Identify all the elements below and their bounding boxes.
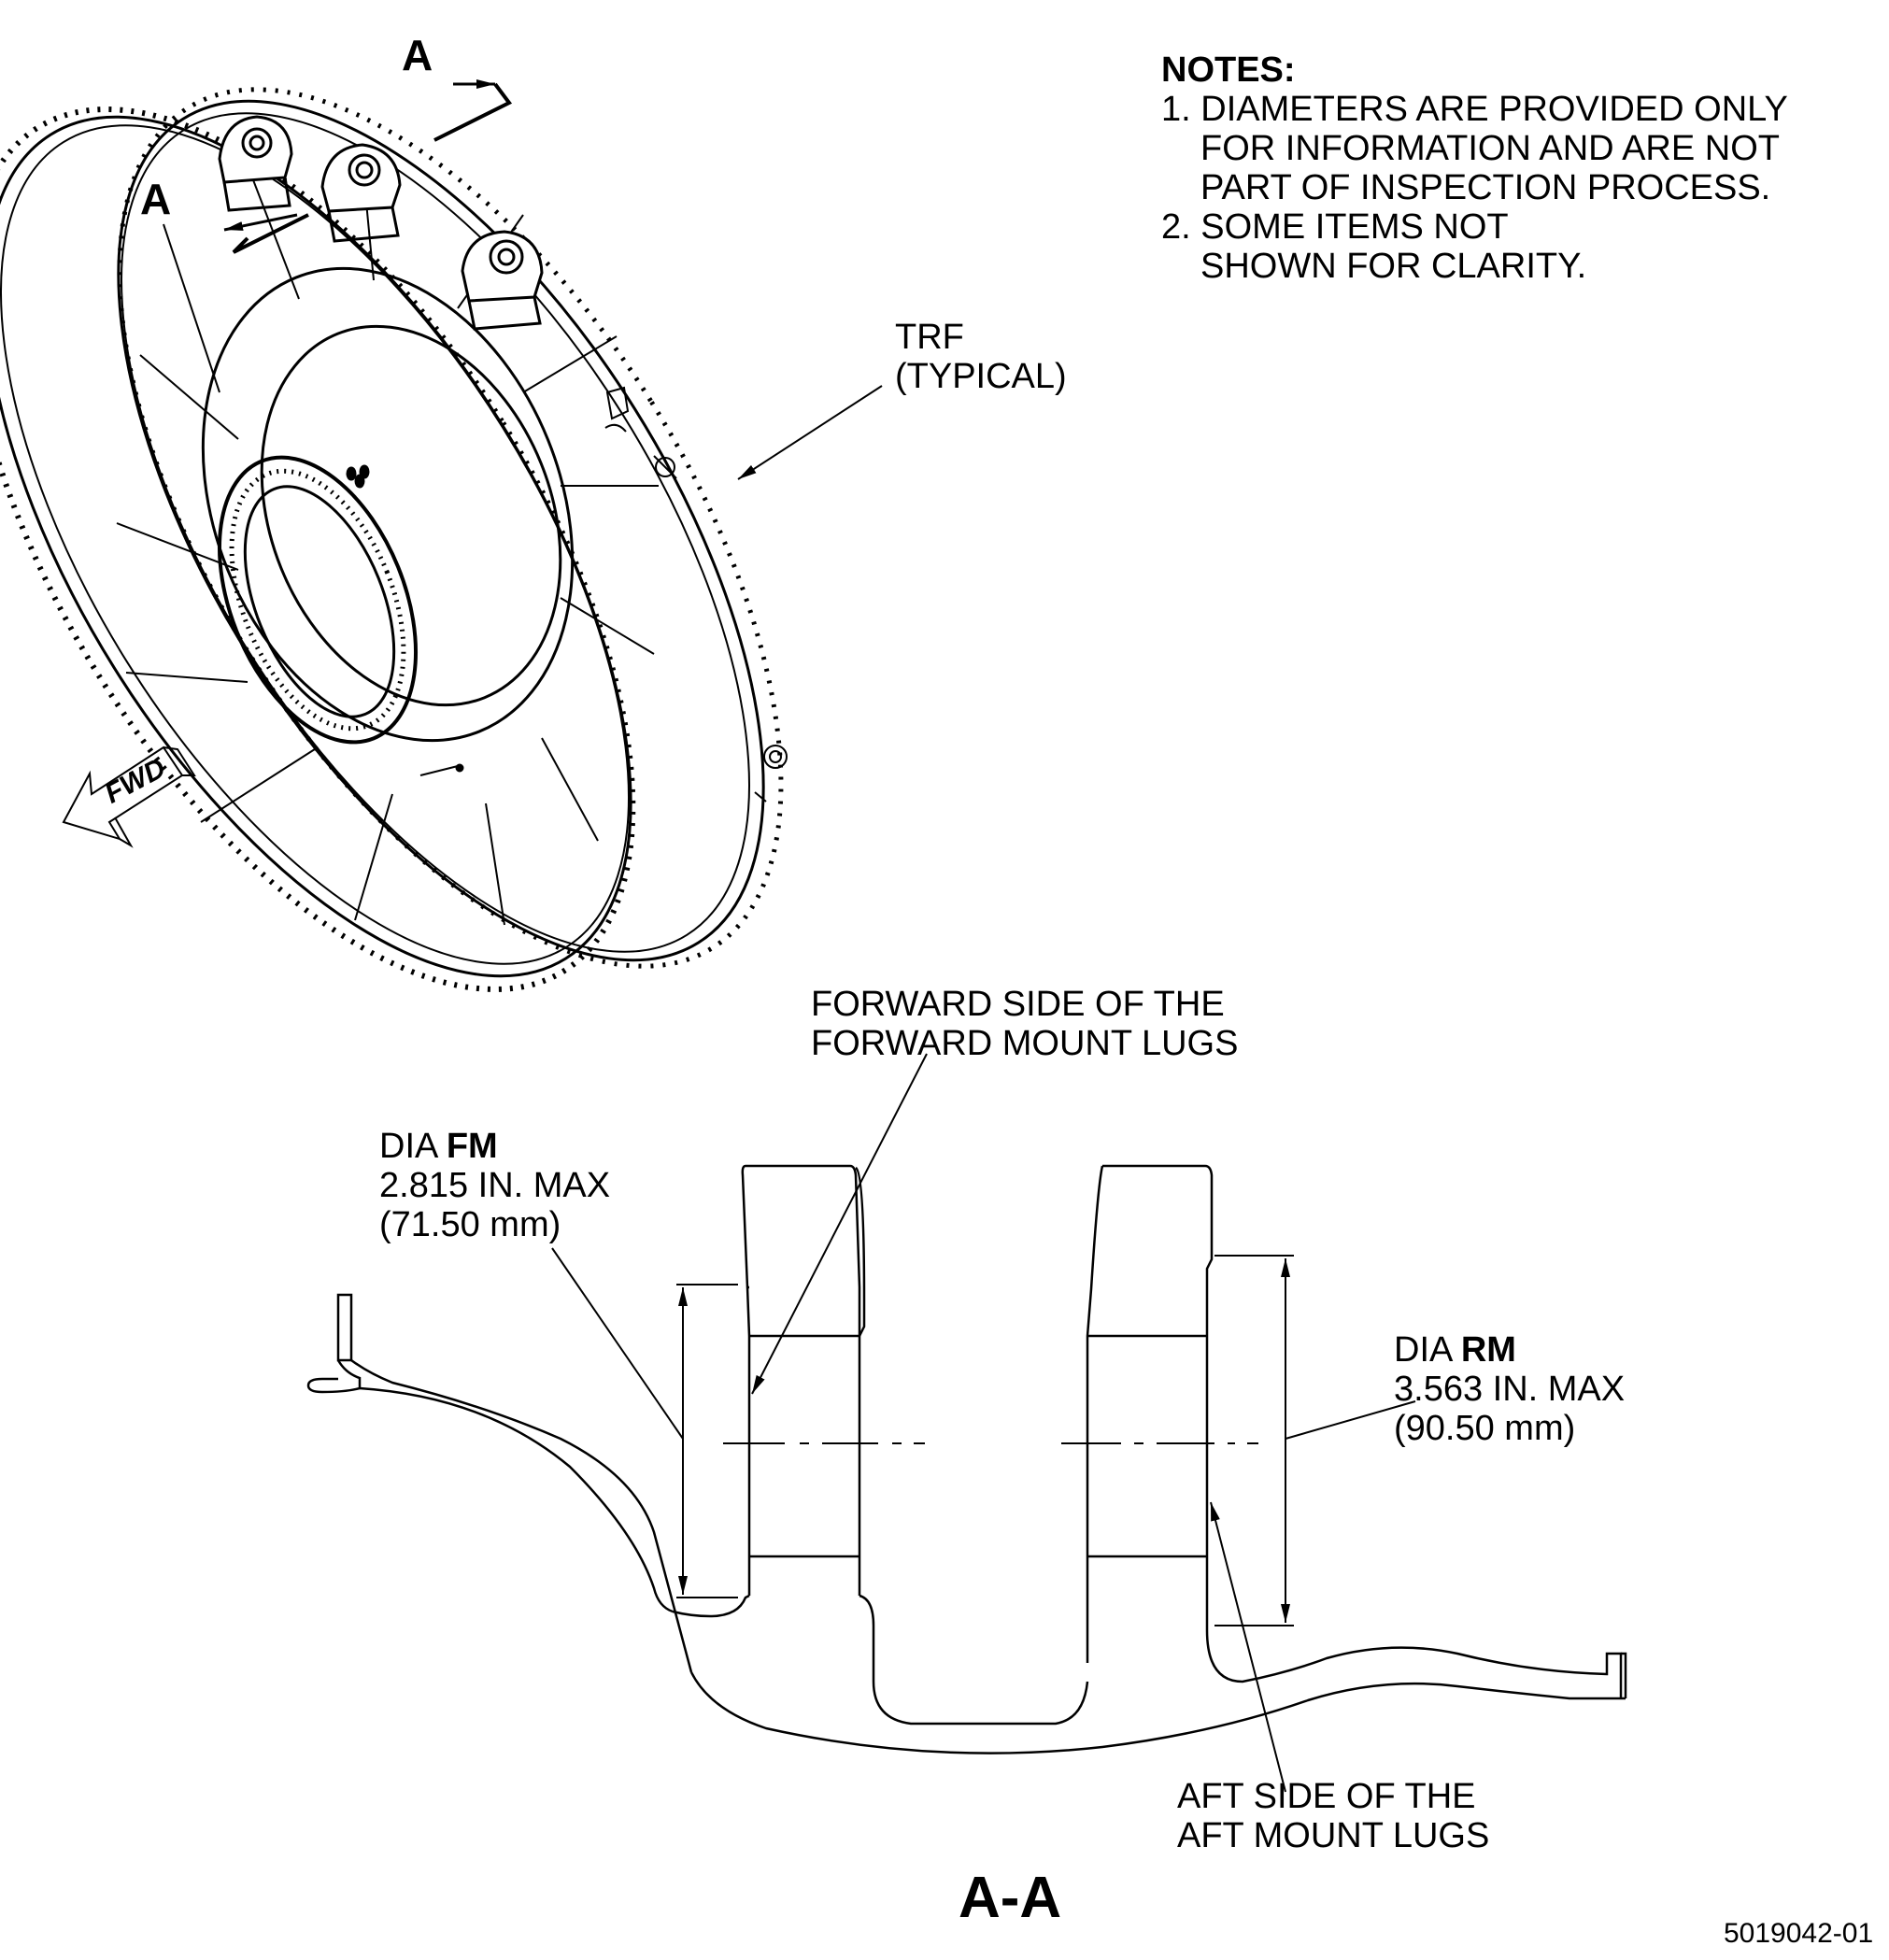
dia-rm-code: RM [1460,1330,1516,1370]
dia-rm-title: DIA RM [1394,1330,1625,1370]
dia-fm-mm: (71.50 mm) [379,1205,561,1244]
section-marker-left: A [140,175,172,223]
section-title: A-A [959,1866,1062,1930]
ring-bosses [604,386,788,802]
note-2-number: 2. [1161,207,1191,247]
trf-label-line-2: (TYPICAL) [895,357,1067,396]
aft-callout-line-2: AFT MOUNT LUGS [1177,1816,1490,1855]
notes-block: NOTES: 1. DIAMETERS ARE PROVIDED ONLY FO… [1161,50,1788,286]
outer-ring [0,87,784,992]
forward-callout-label: FORWARD SIDE OF THE FORWARD MOUNT LUGS [811,985,1238,1063]
dia-fm-code: FM [446,1127,498,1166]
note-1-line-1: 1. DIAMETERS ARE PROVIDED ONLY [1161,90,1788,129]
dimension-fm [551,1247,738,1598]
aft-callout-label: AFT SIDE OF THE AFT MOUNT LUGS [1177,1777,1489,1855]
trf-leader [737,385,883,480]
dia-rm-inch: 3.563 IN. MAX [1394,1370,1626,1409]
section-a-a-view [306,1053,1627,1793]
section-marker-top: A [402,31,433,79]
mount-lugs [218,115,544,331]
forward-callout-leader [751,1053,928,1395]
trf-label-line-1: TRF [895,318,964,357]
case-body-section [306,1293,1627,1754]
dia-rm-prefix: DIA [1394,1330,1461,1370]
forward-mount-lug [741,1164,866,1596]
trf-isometric-view [0,79,883,992]
note-1-line-2: FOR INFORMATION AND ARE NOT [1200,129,1780,168]
dia-fm-label: DIA FM 2.815 IN. MAX (71.50 mm) [379,1127,610,1244]
dia-rm-label: DIA RM 3.563 IN. MAX (90.50 mm) [1394,1330,1625,1448]
hub-cone [201,266,575,776]
dia-rm-mm: (90.50 mm) [1394,1409,1576,1448]
note-2-line-1: 2. SOME ITEMS NOT [1161,207,1788,247]
figure-id: 5019042-01 [1724,1918,1874,1949]
aft-callout-line-1: AFT SIDE OF THE [1177,1777,1476,1816]
forward-callout-line-1: FORWARD SIDE OF THE [811,985,1225,1024]
aft-callout-leader [1210,1501,1286,1793]
dia-fm-inch: 2.815 IN. MAX [379,1166,611,1205]
fwd-arrow-icon [62,746,196,848]
note-1-text: DIAMETERS ARE PROVIDED ONLY [1200,90,1788,129]
note-2-line-2: SHOWN FOR CLARITY. [1200,247,1587,286]
aft-mount-lug [1086,1164,1214,1663]
note-2-text: SOME ITEMS NOT [1200,207,1509,247]
forward-callout-line-2: FORWARD MOUNT LUGS [811,1024,1239,1063]
note-1-number: 1. [1161,90,1191,129]
notes-heading: NOTES: [1161,50,1296,90]
section-cut-line [223,79,513,254]
dia-fm-title: DIA FM [379,1127,610,1166]
dimension-rm [1214,1255,1416,1626]
dia-fm-prefix: DIA [379,1127,447,1166]
trf-label: TRF (TYPICAL) [895,318,1067,396]
note-1-line-3: PART OF INSPECTION PROCESS. [1200,168,1771,207]
